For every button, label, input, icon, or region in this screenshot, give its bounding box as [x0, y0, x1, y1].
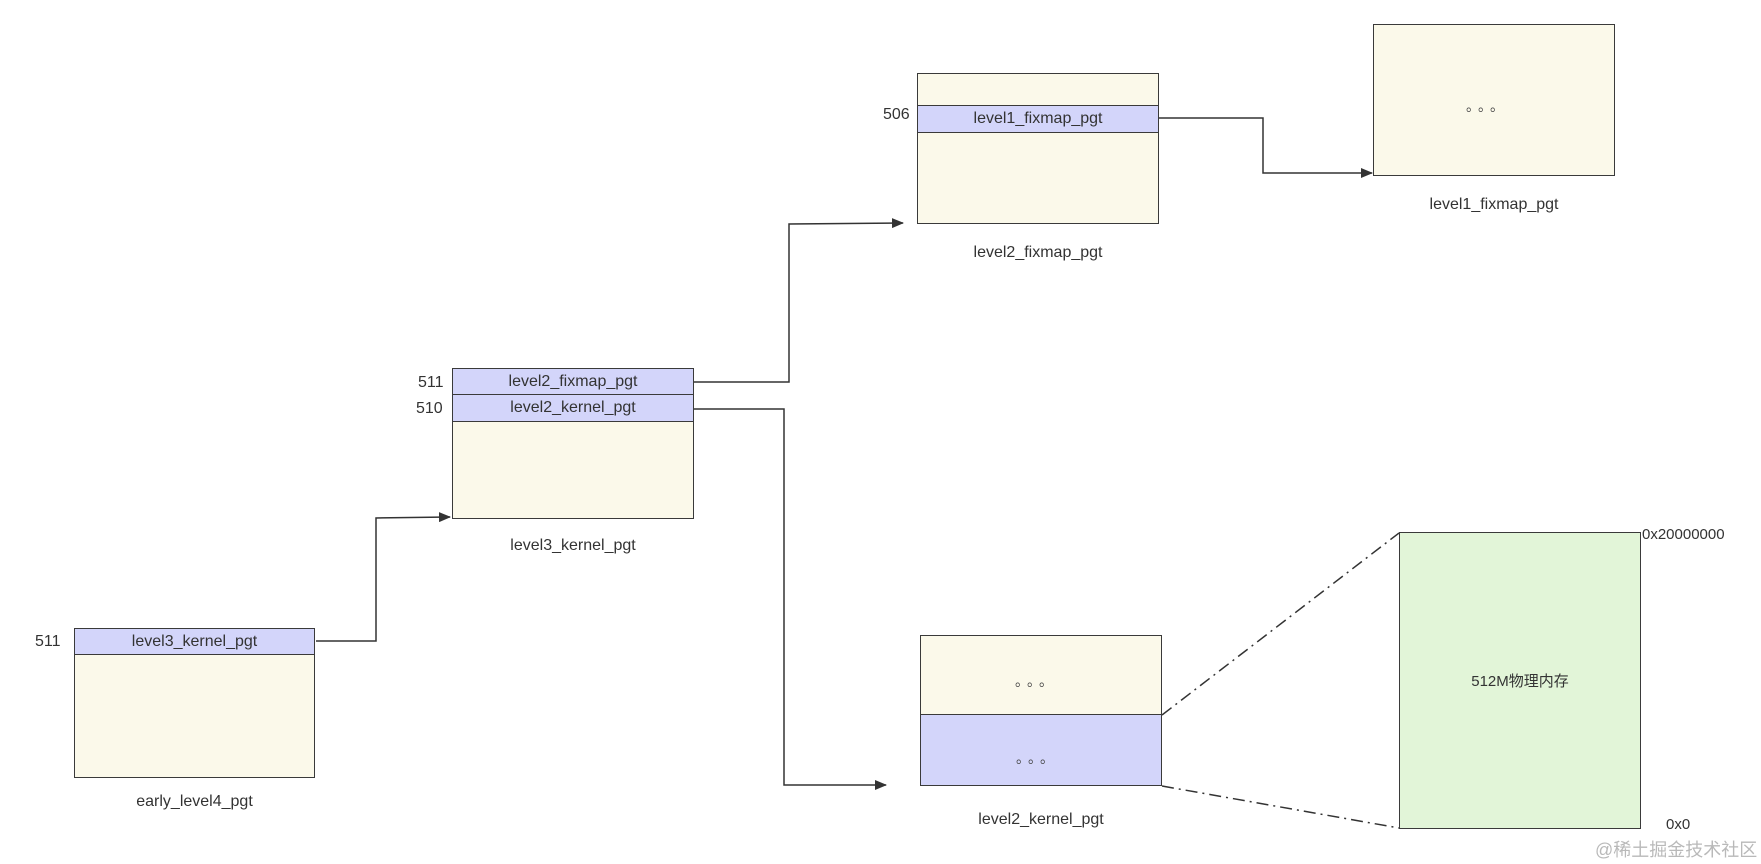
mapping-line-top	[1161, 532, 1400, 716]
level2-kernel-caption: level2_kernel_pgt	[978, 811, 1104, 828]
arrow-level2-fixmap-to-level1	[1159, 117, 1373, 178]
level2-fixmap-caption: level2_fixmap_pgt	[973, 244, 1103, 261]
physical-memory-top-address: 0x20000000	[1642, 526, 1725, 543]
physical-memory-label: 512M物理内存	[1471, 673, 1569, 690]
level1-fixmap-caption: level1_fixmap_pgt	[1429, 196, 1559, 213]
level2-fixmap-entry-index: 506	[883, 106, 910, 123]
arrow-level4-to-level3	[316, 512, 451, 642]
arrow-level3-to-level2-kernel	[694, 408, 887, 790]
level1-fixmap-ellipsis: 。。。	[1466, 98, 1509, 114]
level2-kernel-table-lower: 。。。	[920, 714, 1162, 786]
level2-kernel-lower-ellipsis: 。。。	[1016, 750, 1059, 766]
level3-kernel-entry-510: level2_kernel_pgt	[452, 394, 694, 422]
early-level4-entry-511: level3_kernel_pgt	[74, 628, 315, 655]
physical-memory-block: 512M物理内存	[1399, 532, 1641, 829]
level2-kernel-table-upper	[920, 635, 1162, 715]
level3-kernel-entry-510-index: 510	[416, 400, 443, 417]
early-level4-entry-index: 511	[35, 633, 61, 650]
level3-kernel-caption: level3_kernel_pgt	[510, 537, 636, 554]
physical-memory-bottom-address: 0x0	[1666, 816, 1691, 833]
level2-fixmap-table	[917, 73, 1159, 224]
level3-kernel-entry-511-index: 511	[418, 374, 444, 391]
arrow-level3-to-level2-fixmap	[694, 218, 904, 383]
watermark-text: @稀土掘金技术社区	[1595, 840, 1758, 860]
level2-kernel-upper-ellipsis: 。。。	[1015, 673, 1058, 689]
level3-kernel-entry-511: level2_fixmap_pgt	[452, 368, 694, 395]
level2-fixmap-entry-506: level1_fixmap_pgt	[917, 105, 1159, 133]
level1-fixmap-table	[1373, 24, 1615, 176]
early-level4-caption: early_level4_pgt	[136, 793, 253, 810]
mapping-line-bottom	[1161, 785, 1400, 829]
